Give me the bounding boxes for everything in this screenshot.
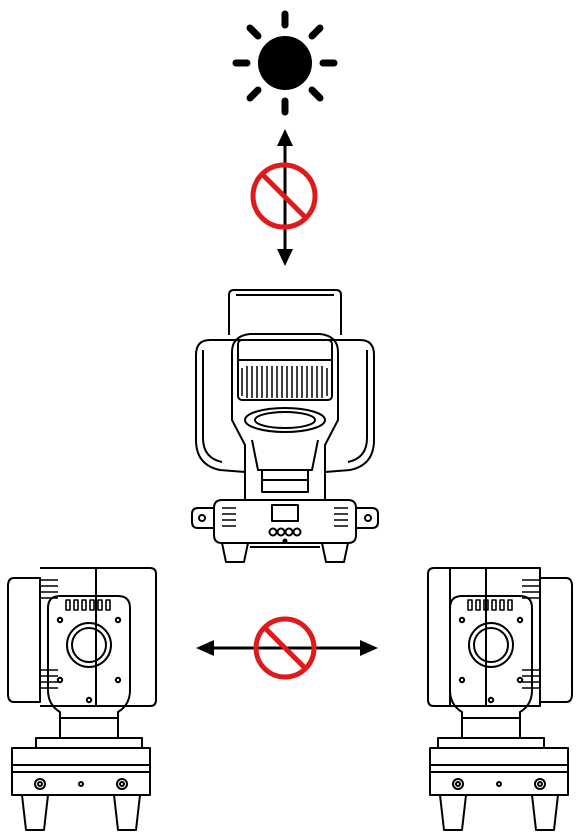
moving-head-side-view-left — [7, 567, 157, 831]
moving-head-front-view — [191, 289, 379, 563]
sun-icon — [232, 10, 338, 116]
prohibited-icon — [250, 162, 318, 230]
moving-head-side-view-right — [427, 567, 573, 831]
prohibited-icon — [253, 616, 317, 680]
